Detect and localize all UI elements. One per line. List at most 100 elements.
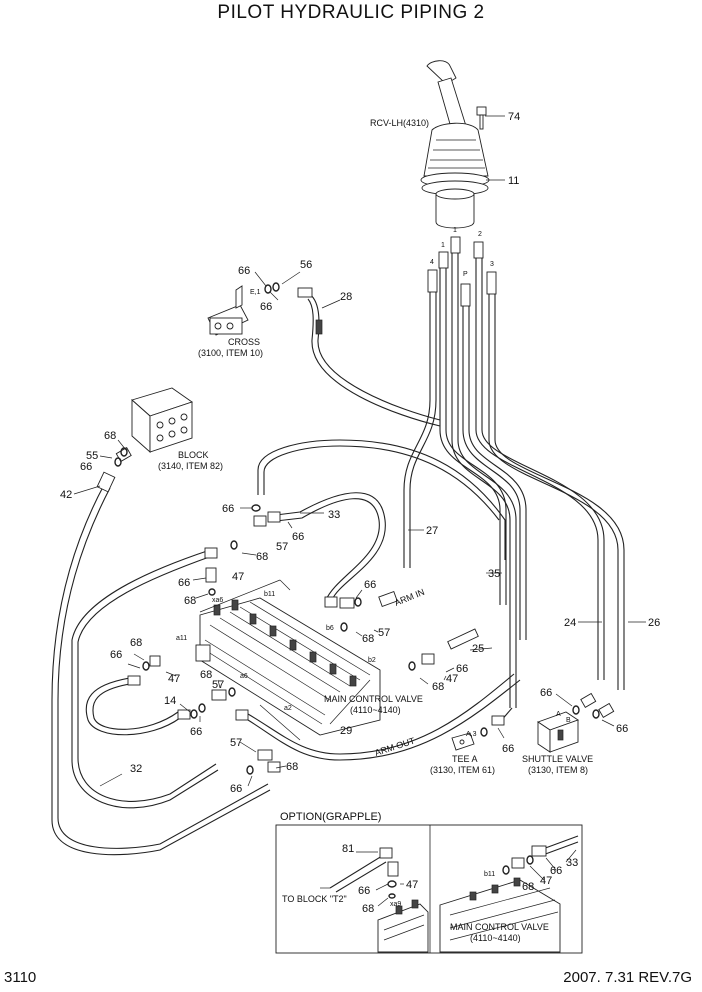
callout-26: 26 bbox=[648, 617, 660, 629]
hose-33 bbox=[267, 492, 386, 608]
hose-28 bbox=[297, 287, 441, 427]
callout-66-n: 66 bbox=[230, 783, 242, 795]
to-block-label: TO BLOCK "T2" bbox=[282, 894, 347, 904]
callout-29: 29 bbox=[340, 725, 352, 737]
port-a11: a11 bbox=[176, 635, 187, 642]
callout-68-d: 68 bbox=[362, 633, 374, 645]
mcv-label-line1: MAIN CONTROL VALVE bbox=[324, 694, 423, 704]
callout-68-b: 68 bbox=[256, 551, 268, 563]
callout-68-h: 68 bbox=[286, 761, 298, 773]
callout-66-b: 66 bbox=[260, 301, 272, 313]
option-label: OPTION(GRAPPLE) bbox=[280, 811, 381, 823]
callout-57-b: 57 bbox=[378, 627, 390, 639]
callout-47-d: 47 bbox=[406, 879, 418, 891]
callout-66-a: 66 bbox=[238, 265, 250, 277]
hose-42-32 bbox=[51, 471, 271, 856]
callout-81: 81 bbox=[342, 843, 354, 855]
callout-66-d: 66 bbox=[222, 503, 234, 515]
callout-68-g: 68 bbox=[200, 669, 212, 681]
callout-66-p: 66 bbox=[550, 865, 562, 877]
callout-66-j: 66 bbox=[190, 726, 202, 738]
cross-label-line1: CROSS bbox=[228, 337, 260, 347]
joystick-fittings bbox=[427, 236, 497, 307]
port-1: 1 bbox=[453, 227, 457, 234]
port-b11: b11 bbox=[264, 591, 275, 598]
callout-66-i: 66 bbox=[110, 649, 122, 661]
shuttle-label-line2: (3130, ITEM 8) bbox=[528, 765, 588, 775]
port-p: P bbox=[463, 271, 468, 278]
leader-lines bbox=[73, 115, 646, 787]
callout-56: 56 bbox=[300, 259, 312, 271]
port-3: 3 bbox=[490, 261, 494, 268]
callout-28: 28 bbox=[340, 291, 352, 303]
bolt-74 bbox=[476, 106, 487, 130]
cross-valve bbox=[207, 285, 249, 336]
callout-47-e: 47 bbox=[540, 875, 552, 887]
callout-35: 35 bbox=[488, 568, 500, 580]
callout-66-m: 66 bbox=[616, 723, 628, 735]
callout-33: 33 bbox=[328, 509, 340, 521]
hose-14 bbox=[85, 675, 191, 736]
callout-47-b: 47 bbox=[446, 673, 458, 685]
callout-14: 14 bbox=[164, 695, 176, 707]
callout-68-e: 68 bbox=[432, 681, 444, 693]
rcv-joystick bbox=[420, 60, 490, 229]
tee-label-line2: (3130, ITEM 61) bbox=[430, 765, 495, 775]
callout-66-l: 66 bbox=[540, 687, 552, 699]
callout-25: 25 bbox=[472, 643, 484, 655]
pilot-hoses bbox=[403, 253, 625, 708]
revision-date: 2007. 7.31 REV.7G bbox=[563, 969, 692, 986]
callout-11: 11 bbox=[508, 175, 519, 187]
callout-66-h: 66 bbox=[456, 663, 468, 675]
callout-42: 42 bbox=[60, 489, 72, 501]
option-mcv-label-line2: (4110~4140) bbox=[470, 933, 521, 943]
tee-a bbox=[451, 732, 475, 751]
port-e1: E,1 bbox=[250, 289, 261, 296]
arm-out-label: ARM OUT bbox=[374, 735, 417, 757]
hose-loop-upper bbox=[257, 439, 506, 560]
arm-in-label: ARM IN bbox=[393, 587, 426, 608]
callout-27: 27 bbox=[426, 525, 438, 537]
callout-66-e: 66 bbox=[292, 531, 304, 543]
fittings bbox=[149, 515, 479, 773]
callout-66-k: 66 bbox=[502, 743, 514, 755]
callout-47-c: 47 bbox=[168, 673, 180, 685]
callout-33-b: 33 bbox=[566, 857, 578, 869]
port-4: 4 bbox=[430, 259, 434, 266]
callout-57-d: 57 bbox=[230, 737, 242, 749]
hose-tee bbox=[491, 707, 513, 726]
callout-66-c: 66 bbox=[80, 461, 92, 473]
callout-47-a: 47 bbox=[232, 571, 244, 583]
page-title: PILOT HYDRAULIC PIPING 2 bbox=[217, 2, 485, 23]
callout-68-a: 68 bbox=[104, 430, 116, 442]
callout-68-j: 68 bbox=[522, 881, 534, 893]
mcv-label-line2: (4110~4140) bbox=[350, 705, 401, 715]
callout-57-a: 57 bbox=[276, 541, 288, 553]
option-box bbox=[275, 824, 583, 954]
tee-label-line1: TEE A bbox=[452, 754, 478, 764]
main-control-valve bbox=[195, 597, 381, 736]
port-xa6: xa6 bbox=[212, 597, 223, 604]
hose-29 bbox=[235, 673, 521, 761]
port-b2: b2 bbox=[368, 657, 376, 664]
block bbox=[115, 387, 193, 463]
port-a: A bbox=[556, 711, 561, 718]
port-a6: a6 bbox=[240, 673, 248, 680]
callout-24: 24 bbox=[564, 617, 576, 629]
callout-66-o: 66 bbox=[358, 885, 370, 897]
hose-32-inner bbox=[71, 547, 219, 809]
callout-66-g: 66 bbox=[364, 579, 376, 591]
rcv-label: RCV-LH(4310) bbox=[370, 118, 429, 128]
option-port-xa9: xa9 bbox=[390, 901, 401, 908]
port-a3: A,3 bbox=[466, 731, 477, 738]
option-port-b11: b11 bbox=[484, 871, 495, 878]
block-label-line2: (3140, ITEM 82) bbox=[158, 461, 223, 471]
port-2: 2 bbox=[478, 231, 482, 238]
port-b: B bbox=[566, 717, 571, 724]
option-mcv-label-line1: MAIN CONTROL VALVE bbox=[450, 922, 549, 932]
port-1b: 1 bbox=[441, 242, 445, 249]
port-a2: a2 bbox=[284, 705, 292, 712]
callout-57-c: 57 bbox=[212, 679, 224, 691]
page-number: 3110 bbox=[4, 969, 37, 986]
